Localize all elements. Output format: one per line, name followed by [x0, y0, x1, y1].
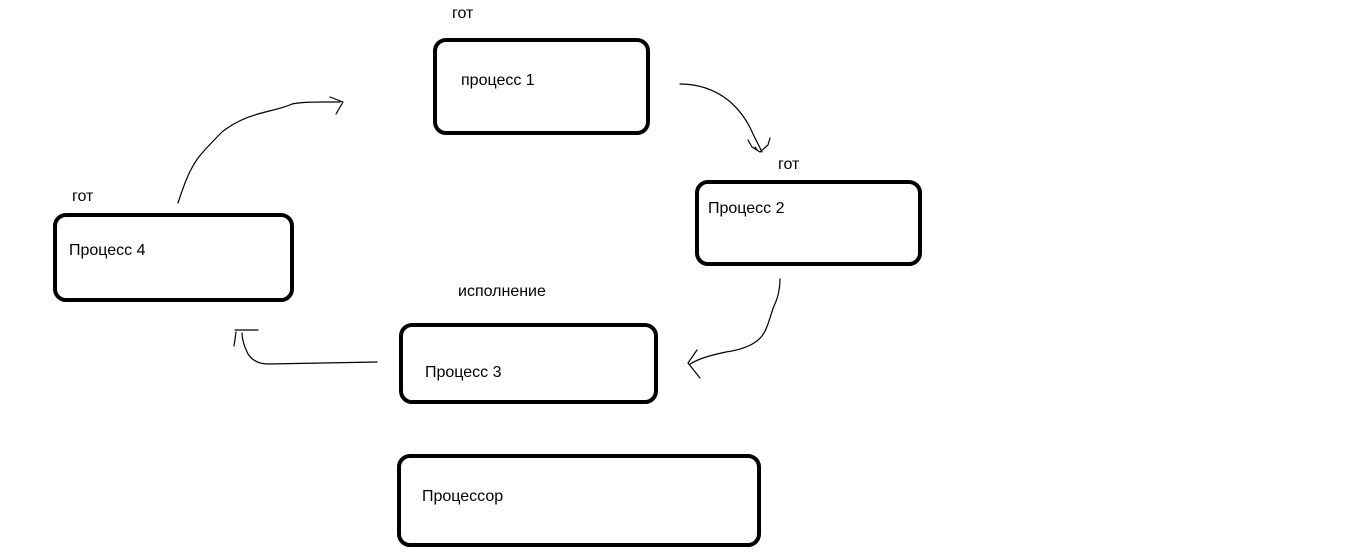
process-2-state-label: гот: [778, 156, 800, 173]
process-4-state-label: гот: [72, 188, 94, 205]
processor-label: Процессор: [422, 488, 504, 505]
process-2-label: Процесс 2: [708, 200, 785, 217]
process-4-label: Процесс 4: [69, 242, 146, 259]
arrow-process-3-to-process-4: [233, 329, 378, 365]
process-1-box: процесс 1: [433, 38, 650, 135]
arrow-process-4-to-process-1: [177, 96, 344, 204]
arrow-process-2-to-process-3: [687, 278, 781, 379]
process-3-label: Процесс 3: [425, 364, 502, 381]
process-4-box: Процесс 4: [53, 213, 294, 302]
process-3-box: Процесс 3: [399, 323, 658, 404]
processor-box: Процессор: [397, 454, 761, 547]
process-2-box: Процесс 2: [695, 180, 922, 266]
process-1-state-label: гот: [452, 5, 474, 22]
process-1-label: процесс 1: [461, 72, 535, 89]
arrow-process-1-to-process-2: [679, 83, 771, 153]
process-3-state-label: исполнение: [458, 283, 546, 300]
